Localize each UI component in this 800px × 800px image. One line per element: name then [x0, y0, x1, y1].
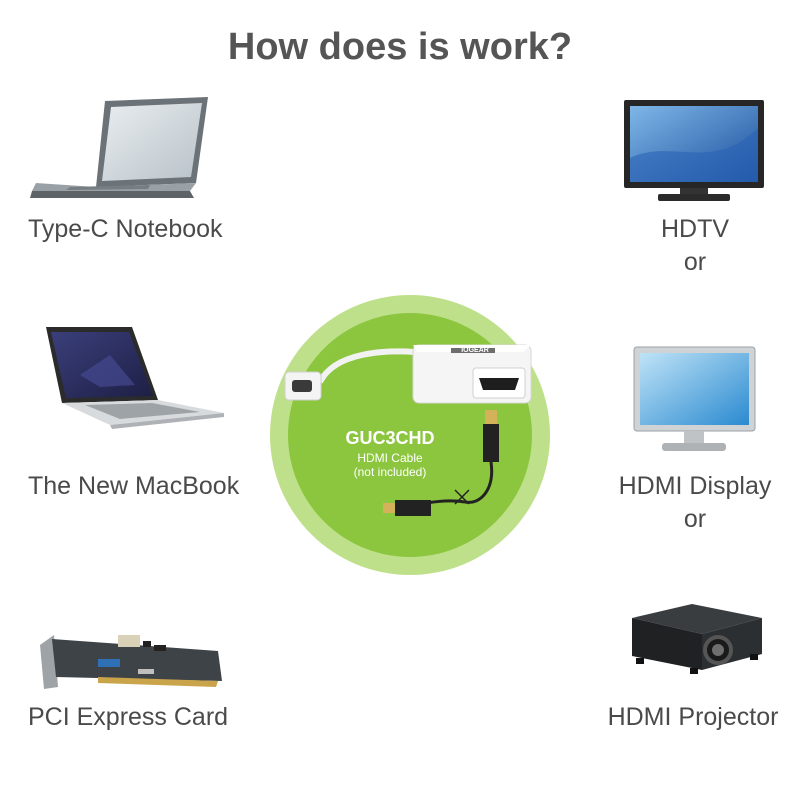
- device-label-type-c-notebook: Type-C Notebook: [28, 215, 223, 243]
- macbook-icon: [40, 325, 225, 430]
- laptop-icon: [30, 95, 210, 210]
- page-title: How does is work?: [227, 26, 573, 68]
- device-label-hdtv: HDTV: [660, 215, 730, 243]
- cable-note: (not included): [353, 465, 427, 479]
- adapter-brand: IOGEAR: [461, 347, 489, 354]
- monitor-icon: [632, 345, 757, 455]
- device-label-hdmi-display: HDMI Display: [618, 472, 772, 500]
- device-label-macbook: The New MacBook: [28, 472, 240, 500]
- or-connector-2: or: [683, 505, 707, 533]
- adapter-icon: [265, 290, 555, 580]
- pci-card-icon: [38, 625, 223, 690]
- cable-label: HDMI Cable: [357, 451, 423, 465]
- device-label-pci-card: PCI Express Card: [28, 703, 229, 731]
- device-label-hdmi-projector: HDMI Projector: [607, 703, 779, 731]
- projector-icon: [622, 598, 767, 683]
- tv-icon: [622, 98, 767, 208]
- or-connector-1: or: [683, 248, 707, 276]
- model-name: GUC3CHD: [345, 428, 435, 448]
